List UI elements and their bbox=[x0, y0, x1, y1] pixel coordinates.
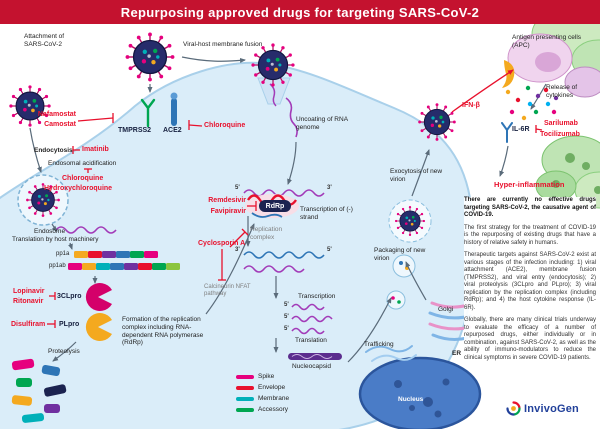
rna-three-prime: 3' bbox=[235, 247, 240, 253]
label-transcription: Transcription bbox=[298, 293, 336, 300]
label-membrane-fusion: Viral-host membrane fusion bbox=[183, 41, 263, 48]
invivogen-logo: InvivoGen bbox=[506, 401, 579, 416]
drug-chloroquine-ace2: Chloroquine bbox=[204, 122, 246, 129]
virus-protein-legend: Spike Envelope Membrane Accessory bbox=[236, 371, 289, 415]
label-trafficking: Trafficking bbox=[364, 341, 394, 348]
flow-arrows bbox=[29, 56, 547, 363]
rna-five-prime: 5' bbox=[284, 314, 289, 320]
label-endocytosis: Endocytosis bbox=[34, 147, 73, 154]
label-tmprss2: TMPRSS2 bbox=[118, 127, 152, 134]
label-ifn-beta: IFN-β bbox=[462, 102, 480, 109]
legend-label: Spike bbox=[258, 373, 275, 380]
il6r-receptor-icon bbox=[501, 122, 513, 143]
legend-swatch-accessory bbox=[236, 407, 254, 412]
label-nucleocapsid: Nucleocapsid bbox=[292, 363, 332, 370]
logo-swirl-icon bbox=[506, 401, 521, 416]
drug-nafamostat: Nafamostat bbox=[37, 111, 76, 118]
info-panel: There are currently no effective drugs t… bbox=[464, 197, 596, 367]
drug-sarilumab: Sarilumab bbox=[544, 120, 578, 127]
drug-tocilizumab: Tocilizumab bbox=[540, 131, 580, 138]
label-apc: Antigen presenting cells (APC) bbox=[512, 34, 582, 49]
label-translation: Translation bbox=[295, 337, 327, 344]
legend-item: Accessory bbox=[236, 404, 289, 415]
endoplasmic-reticulum bbox=[365, 345, 417, 362]
label-3clpro: 3CLpro bbox=[57, 293, 82, 300]
info-paragraph: The first strategy for the treatment of … bbox=[464, 224, 596, 246]
protein-fragments bbox=[11, 358, 67, 423]
label-uncoating: Uncoating of RNA genome bbox=[296, 116, 348, 131]
tmprss2-receptor-icon bbox=[140, 98, 156, 128]
label-nucleus: Nucleus bbox=[398, 396, 424, 403]
drug-favipiravir: Favipiravir bbox=[210, 208, 246, 215]
label-attachment: Attachment of SARS-CoV-2 bbox=[24, 33, 65, 48]
rna-five-prime: 5' bbox=[284, 326, 289, 332]
label-release-cytokines: Release of cytokines bbox=[546, 84, 578, 99]
note-replication-complex: Formation of the replication complex inc… bbox=[122, 316, 204, 347]
legend-item: Envelope bbox=[236, 382, 289, 393]
inhibition-lines bbox=[47, 113, 543, 328]
label-hyper-inflammation: Hyper-inflammation bbox=[494, 180, 565, 189]
label-packaging: Packaging of new virion bbox=[374, 247, 426, 262]
label-plpro: PLpro bbox=[59, 321, 80, 328]
drug-lopinavir: Lopinavir bbox=[13, 288, 45, 295]
legend-item: Membrane bbox=[236, 393, 289, 404]
info-paragraph: There are currently no effective drugs t… bbox=[464, 197, 596, 218]
rdrp-badge: RdRp bbox=[259, 200, 291, 212]
label-proteolysis: Proteolysis bbox=[48, 348, 80, 355]
drug-cyclosporin-a: Cyclosporin A bbox=[198, 240, 246, 247]
label-calcineurin-nfat: Calcineurin NFAT pathway bbox=[204, 284, 251, 298]
protease-3clpro-icon bbox=[85, 283, 112, 312]
drug-chloroquine-endosome: Chloroquine bbox=[62, 175, 104, 182]
legend-swatch-membrane bbox=[236, 396, 254, 401]
label-endosomal-acidification: Endosomal acidification bbox=[48, 160, 117, 167]
protease-plpro-icon bbox=[85, 313, 112, 342]
ace2-receptor-icon bbox=[170, 92, 178, 126]
label-replication-complex: Replication complex bbox=[250, 226, 283, 241]
apc-cells bbox=[502, 7, 600, 98]
title-banner: Repurposing approved drugs for targeting… bbox=[0, 0, 600, 24]
nucleus-shape bbox=[358, 356, 482, 429]
page-title: Repurposing approved drugs for targeting… bbox=[120, 4, 480, 20]
ifn-arrow bbox=[451, 69, 514, 113]
label-pp1ab: pp1ab bbox=[49, 263, 66, 269]
label-exocytosis: Exocytosis of new virion bbox=[390, 168, 443, 183]
polyprotein-bars bbox=[68, 251, 180, 270]
brand-name: InvivoGen bbox=[524, 402, 579, 415]
nucleocapsid-protein bbox=[288, 353, 342, 360]
label-pp1a: pp1a bbox=[56, 251, 70, 257]
drug-ritonavir: Ritonavir bbox=[13, 298, 44, 305]
legend-item: Spike bbox=[236, 371, 289, 382]
drug-imatinib: Imatinib bbox=[82, 146, 109, 153]
label-translation-host: Translation by host machinery bbox=[12, 236, 99, 243]
legend-label: Envelope bbox=[258, 384, 286, 391]
label-ace2: ACE2 bbox=[163, 127, 182, 134]
info-paragraph: Globally, there are many clinical trials… bbox=[464, 317, 596, 361]
legend-label: Accessory bbox=[258, 406, 288, 413]
rna-five-prime: 5' bbox=[327, 247, 332, 253]
info-paragraph: Therapeutic targets against SARS-CoV-2 e… bbox=[464, 252, 596, 311]
legend-swatch-spike bbox=[236, 374, 254, 379]
virus-attachment bbox=[124, 31, 176, 83]
rna-three-prime: 3' bbox=[327, 185, 332, 191]
label-endosome: Endosome bbox=[34, 228, 66, 235]
legend-label: Membrane bbox=[258, 395, 290, 402]
drug-remdesivir: Remdesivir bbox=[208, 197, 246, 204]
label-golgi: Golgi bbox=[438, 306, 454, 313]
label-er: ER bbox=[452, 350, 462, 357]
rna-five-prime: 5' bbox=[235, 185, 240, 191]
drug-camostat: Camostat bbox=[44, 121, 76, 128]
label-transcription-minus-strand: Transcription of (-) strand bbox=[300, 206, 353, 221]
drug-hydroxychloroquine: Hydroxychloroquine bbox=[44, 185, 113, 192]
rna-five-prime: 5' bbox=[284, 302, 289, 308]
label-il6r: IL-6R bbox=[512, 126, 530, 133]
drug-disulfiram: Disulfiram bbox=[11, 321, 46, 328]
cytokine-dots bbox=[505, 85, 559, 121]
legend-swatch-envelope bbox=[236, 385, 254, 390]
